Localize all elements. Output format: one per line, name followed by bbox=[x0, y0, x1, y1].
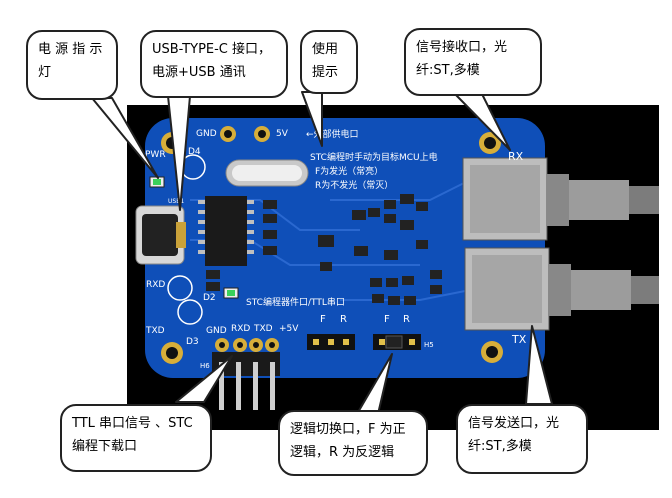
r2-label: R bbox=[403, 314, 410, 325]
header-5v-label: +5V bbox=[279, 324, 299, 334]
d2-label: D2 bbox=[203, 293, 216, 303]
h5-label: H5 bbox=[424, 341, 434, 349]
txd-label: TXD bbox=[145, 326, 165, 336]
gnd-top-label: GND bbox=[196, 129, 217, 139]
ext-power-label: ←外部供电口 bbox=[306, 128, 359, 140]
pwr-label: PWR bbox=[145, 150, 166, 160]
callout-usb: USB-TYPE-C 接口，电源+USB 通讯 bbox=[140, 30, 288, 98]
header-gnd-label: GND bbox=[206, 326, 227, 336]
stc-note-2: F为发光（常亮） bbox=[315, 165, 383, 177]
rxd-label: RXD bbox=[146, 280, 165, 290]
usb1-label: USB1 bbox=[168, 198, 184, 205]
st-connector-tx bbox=[464, 247, 659, 331]
callout-tx-port: 信号发送口，光纤:ST,多模 bbox=[456, 404, 588, 474]
stc-note-1: STC编程时手动为目标MCU上电 bbox=[310, 151, 438, 163]
main-ic bbox=[205, 196, 247, 266]
callout-usage: 使用提示 bbox=[300, 30, 358, 94]
f1-label: F bbox=[320, 314, 326, 325]
power-pads bbox=[220, 126, 270, 142]
5v-top-label: 5V bbox=[276, 129, 289, 139]
header-txd-label: TXD bbox=[253, 324, 273, 334]
ic-pins bbox=[198, 200, 254, 254]
callout-rx-port: 信号接收口，光纤:ST,多模 bbox=[404, 28, 542, 96]
tx-label: TX bbox=[511, 333, 527, 346]
d4-label: D4 bbox=[188, 147, 201, 157]
stc-note-3: R为不发光（常灭） bbox=[315, 179, 393, 191]
ttl-header-pads bbox=[215, 338, 279, 352]
smd-components bbox=[206, 194, 442, 305]
logic-header-1 bbox=[307, 334, 355, 350]
callout-power-led: 电 源 指 示 灯 bbox=[26, 30, 118, 100]
callout-ttl: TTL 串口信号 、STC 编程下载口 bbox=[60, 404, 212, 472]
h6-label: H6 bbox=[200, 362, 210, 370]
stc-port-label: STC编程器件口/TTL串口 bbox=[246, 296, 345, 308]
callout-logic: 逻辑切换口，F 为正逻辑，R 为反逻辑 bbox=[278, 410, 428, 476]
header-rxd-label: RXD bbox=[231, 324, 250, 334]
f2-label: F bbox=[384, 314, 390, 325]
d3-label: D3 bbox=[186, 337, 199, 347]
r1-label: R bbox=[340, 314, 347, 325]
rx-label: RX bbox=[508, 150, 524, 163]
st-connector-rx bbox=[462, 157, 659, 241]
d3-footprint bbox=[177, 299, 203, 325]
